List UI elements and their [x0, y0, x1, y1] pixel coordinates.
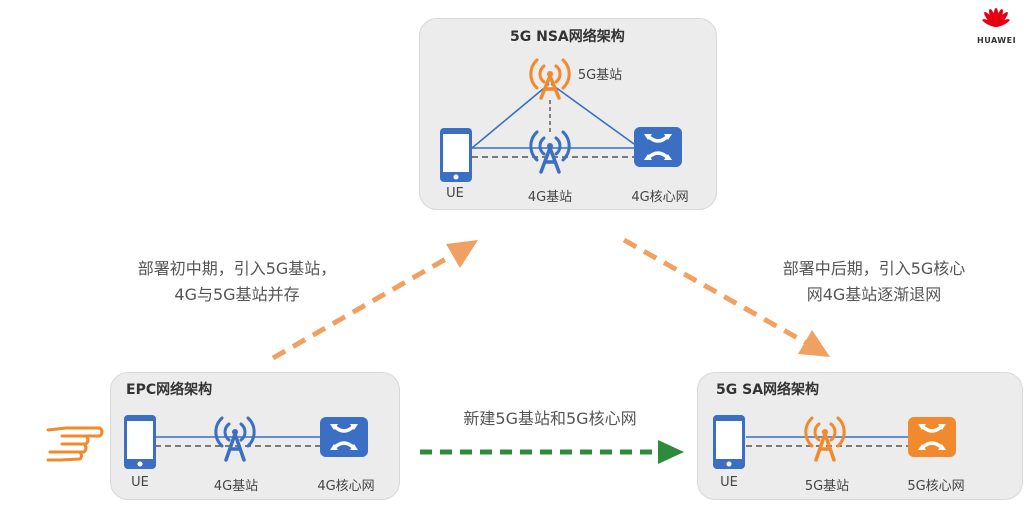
nsa-core-network-icon: [632, 125, 684, 169]
epc-title: EPC网络架构: [126, 382, 213, 398]
early-phase-note: 部署初中期，引入5G基站， 4G与5G基站并存: [112, 256, 362, 308]
sa-title: 5G SA网络架构: [716, 382, 820, 398]
sa-5g-base-station-label: 5G基站: [804, 479, 850, 494]
arrow-epc-to-nsa: [271, 240, 478, 361]
sa-core-network-icon: [906, 415, 958, 459]
arrow-nsa-to-sa: [622, 237, 830, 357]
pointing-hand-icon: [46, 426, 104, 462]
late-phase-note-line2: 网4G基站逐渐退网: [806, 285, 942, 304]
sa-box: [697, 372, 1023, 500]
nsa-ue-label: UE: [446, 186, 464, 201]
nsa-ue-phone-icon: [440, 128, 472, 182]
brand-name: HUAWEI: [977, 36, 1017, 45]
epc-4g-base-station-label: 4G基站: [213, 479, 259, 494]
sa-ue-phone-icon: [713, 415, 745, 469]
early-phase-note-line2: 4G与5G基站并存: [174, 285, 300, 304]
nsa-4g-base-station-label: 4G基站: [527, 190, 573, 205]
sa-5g-tower-icon: [804, 416, 846, 462]
epc-ue-phone-icon: [124, 415, 156, 469]
nsa-links: [471, 83, 635, 158]
nsa-4g-core-label: 4G核心网: [631, 190, 689, 205]
epc-4g-tower-icon: [214, 416, 256, 462]
sa-ue-label: UE: [720, 475, 738, 490]
epc-4g-core-label: 4G核心网: [317, 479, 375, 494]
epc-core-network-icon: [318, 415, 370, 459]
sa-5g-core-label: 5G核心网: [907, 479, 965, 494]
nsa-5g-base-station-label: 5G基站: [577, 68, 623, 83]
epc-ue-label: UE: [131, 475, 149, 490]
late-phase-note-line1: 部署中后期，引入5G核心: [782, 259, 966, 278]
nsa-title: 5G NSA网络架构: [510, 29, 625, 45]
nsa-4g-tower-icon: [529, 130, 571, 174]
huawei-logo-icon: [982, 8, 1010, 27]
nsa-5g-tower-icon: [529, 58, 571, 100]
early-phase-note-line1: 部署初中期，引入5G基站，: [137, 259, 337, 278]
arrow-epc-to-sa: [420, 440, 684, 464]
late-phase-note: 部署中后期，引入5G核心 网4G基站逐渐退网: [744, 256, 1004, 308]
direct-path-note: 新建5G基站和5G核心网: [463, 409, 637, 428]
